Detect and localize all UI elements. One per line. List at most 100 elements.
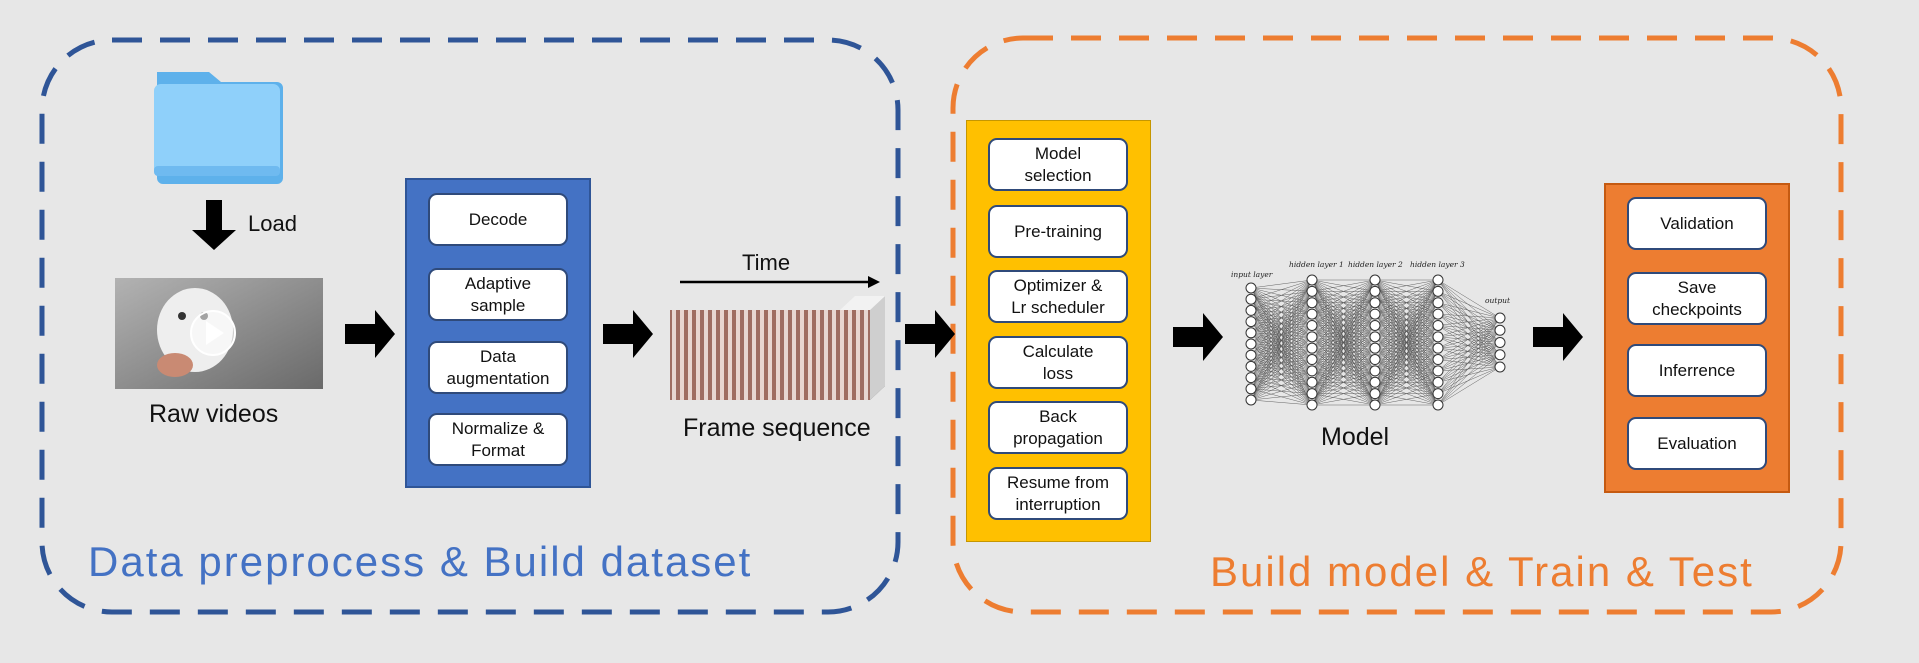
nn-neuron [1306,319,1318,331]
time-label: Time [742,250,791,275]
nn-layer-label: hidden layer 1 [1289,260,1344,269]
nn-neuron [1245,372,1257,384]
neural-network-model [1245,274,1506,411]
nn-connection [1311,279,1376,406]
nn-neuron [1369,388,1381,400]
nn-connection [1437,342,1501,372]
nn-neuron [1432,319,1444,331]
nn-neuron [1369,331,1381,343]
nn-connection [1374,279,1439,372]
nn-connection [1437,279,1501,331]
nn-connection [1437,359,1501,368]
nn-connection [1437,302,1501,343]
nn-connection [1437,317,1501,349]
nn-connection [1437,279,1501,343]
nn-neuron [1245,383,1257,395]
step-calculate-loss: Calculate loss [988,336,1128,389]
step-evaluation: Evaluation [1627,417,1767,470]
arrow-right-icon [345,310,395,358]
nn-connection [1250,279,1313,300]
nn-connection [1437,302,1501,319]
nn-connection [1311,279,1376,337]
nn-connection [1311,325,1376,406]
nn-neuron [1432,308,1444,320]
nn-neuron [1306,388,1318,400]
nn-connection [1374,325,1439,406]
nn-connection [1311,359,1376,406]
nn-neuron [1432,399,1444,411]
nn-neuron [1369,274,1381,286]
nn-connection [1437,302,1501,331]
nn-connection [1250,279,1313,389]
nn-connection [1374,336,1439,406]
nn-connection [1311,348,1376,406]
nn-connection [1437,313,1501,355]
nn-connection [1250,279,1313,367]
nn-connection [1437,317,1501,360]
nn-connection [1250,399,1313,406]
nn-connection [1437,366,1501,372]
nn-connection [1374,291,1439,406]
nn-connection [1374,279,1439,349]
nn-connection [1437,330,1501,383]
nn-neuron [1432,365,1444,377]
nn-connection [1311,302,1376,406]
nn-connection [1374,348,1439,406]
nn-neuron [1369,376,1381,388]
left-section-border [39,37,901,615]
step-validation: Validation [1627,197,1767,250]
nn-connection [1437,317,1501,372]
nn-connection [1437,354,1501,406]
load-arrow-icon [192,200,236,250]
nn-connection [1437,366,1501,394]
nn-layer-label: output [1485,296,1511,305]
load-label: Load [248,211,297,236]
nn-connection [1374,279,1439,383]
nn-connection [1437,347,1501,368]
nn-connection [1437,347,1501,355]
nn-connection [1311,279,1376,315]
nn-neuron [1306,274,1318,286]
nn-connection [1250,325,1313,401]
nn-connection [1250,279,1313,322]
nn-connection [1311,336,1376,406]
step-model-selection: Model selection [988,138,1128,191]
nn-neuron [1369,342,1381,354]
nn-connection [1250,302,1313,401]
step-data-augmentation: Data augmentation [428,341,568,394]
nn-connection [1374,313,1439,406]
nn-neuron [1369,308,1381,320]
nn-connection [1374,279,1439,406]
nn-neuron [1369,365,1381,377]
nn-connection [1437,291,1501,355]
nn-connection [1250,279,1313,401]
nn-connection [1437,325,1501,368]
nn-connection [1437,342,1501,349]
nn-connection [1437,330,1501,338]
nn-connection [1437,342,1501,394]
nn-neuron [1432,376,1444,388]
nn-connection [1437,330,1501,349]
nn-neuron [1245,327,1257,339]
nn-connection [1437,325,1501,343]
nn-connection [1250,348,1313,401]
nn-connection [1374,279,1439,303]
nn-connection [1250,291,1313,401]
nn-connection [1437,354,1501,383]
nn-connection [1250,279,1313,289]
nn-connection [1437,336,1501,355]
nn-connection [1437,291,1501,368]
nn-neuron [1494,312,1506,324]
nn-connection [1437,330,1501,406]
folder-icon [154,72,283,184]
nn-neuron [1245,349,1257,361]
nn-connection [1311,393,1376,406]
nn-neuron [1306,342,1318,354]
nn-connection [1437,313,1501,331]
nn-neuron [1245,316,1257,328]
step-save-checkpoints: Save checkpoints [1627,272,1767,325]
nn-connection [1250,370,1313,401]
nn-neuron [1432,285,1444,297]
nn-connection [1437,317,1501,394]
